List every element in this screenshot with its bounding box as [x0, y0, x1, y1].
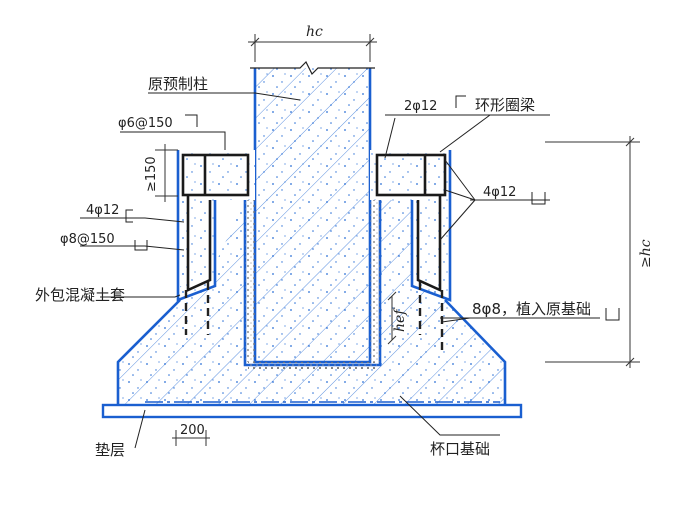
min-height-label: ≥150: [144, 156, 159, 192]
grout-bottom: [248, 362, 377, 369]
cushion-width-label: 200: [180, 423, 205, 438]
rebar-right: [375, 153, 447, 293]
anchor-bars-label: 8φ8，植入原基础: [472, 300, 591, 318]
ring-beam-bars-label: 2φ12: [404, 99, 437, 114]
leader-lines: [80, 92, 600, 449]
precast-column: [250, 60, 375, 364]
side-bars-right-label: 4φ12: [483, 185, 516, 200]
precast-column-label: 原预制柱: [148, 75, 208, 93]
column-width-label: hc: [306, 24, 323, 40]
rebar-left: [181, 153, 250, 293]
jacket-label: 外包混凝土套: [35, 286, 125, 304]
embed-height-label: ≥hc: [638, 239, 654, 268]
column-width-dimension: [248, 34, 377, 62]
jacket-left: [176, 150, 255, 302]
cushion-label: 垫层: [95, 441, 125, 459]
bar-shape-icon: [125, 95, 620, 321]
cushion-layer: [101, 403, 523, 419]
anchor-depth-label: hef: [392, 307, 408, 332]
stirrup-top-label: φ6@150: [118, 116, 173, 131]
embed-height-dimension: [545, 136, 640, 368]
jacket-right: [370, 150, 452, 302]
ring-beam-label: 环形圈梁: [475, 96, 535, 114]
grout-right: [370, 200, 380, 362]
stirrup-left-label: φ8@150: [60, 232, 115, 247]
grout-left: [245, 200, 255, 362]
cushion-width-dimension: [172, 430, 210, 446]
anchor-bars: [184, 282, 444, 350]
anchor-depth-dimension: [387, 291, 397, 345]
cup-foundation-label: 杯口基础: [430, 440, 490, 458]
min-height-dimension: [155, 144, 178, 202]
side-bars-left-label: 4φ12: [86, 203, 119, 218]
